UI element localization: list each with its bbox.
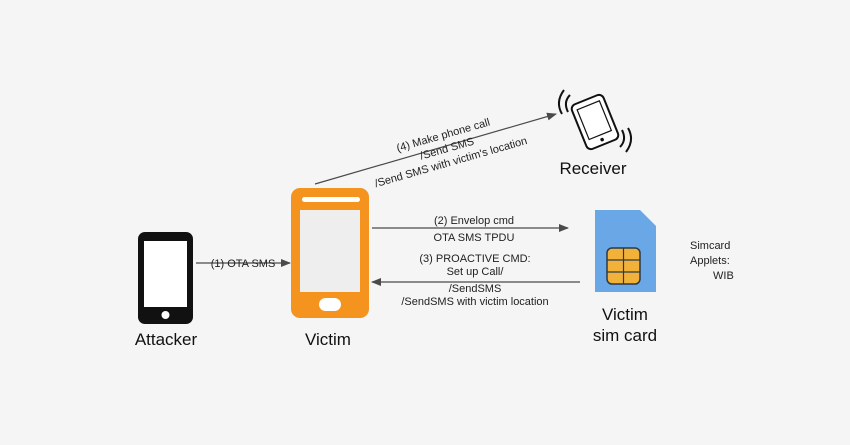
victim-phone-icon [291,188,369,318]
edge-label-ota-sms: (1) OTA SMS [211,258,276,270]
edge-label-proactive-line3: /SendSMS [449,283,502,295]
victim-label: Victim [305,330,351,349]
edge-label-proactive-line2: Set up Call/ [447,266,505,278]
sim-label-line1: Victim [602,305,648,324]
side-note-line1: Simcard [690,240,730,252]
side-note-line3: WIB [713,270,734,282]
attacker-phone-icon [138,232,193,324]
sim-label-line2: sim card [593,326,657,345]
receiver-label: Receiver [559,159,626,178]
edge-label-proactive-line1: (3) PROACTIVE CMD: [419,253,530,265]
edge-label-envelop-line1: (2) Envelop cmd [434,215,514,227]
attacker-label: Attacker [135,330,198,349]
edge-label-proactive-line4: /SendSMS with victim location [401,296,548,308]
side-note-line2: Applets: [690,255,730,267]
edge-label-make-call: (4) Make phone call /Send SMS /Send SMS … [373,117,528,191]
arrow-make-call [314,112,557,185]
edge-label-envelop-line2: OTA SMS TPDU [434,232,515,244]
sim-card-icon [595,210,656,292]
receiver-phone-icon [558,89,632,153]
